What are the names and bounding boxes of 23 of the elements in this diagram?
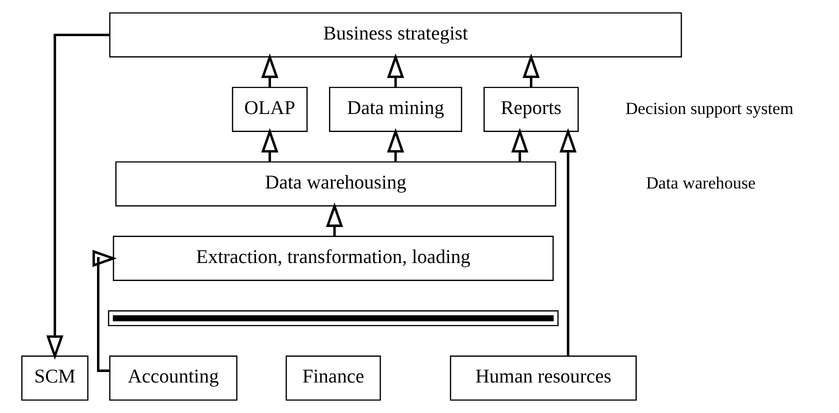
- node-box: Data mining: [328, 86, 462, 132]
- node-box: SCM: [20, 356, 88, 401]
- arrow: [260, 128, 278, 162]
- node-box: OLAP: [231, 86, 308, 132]
- label: Data warehouse: [646, 173, 756, 192]
- arrow: [386, 54, 404, 88]
- arrow: [260, 54, 278, 88]
- arrow: [325, 202, 343, 236]
- arrow: [386, 128, 404, 162]
- node-bar: [107, 310, 558, 326]
- arrow: [559, 128, 576, 356]
- arrow: [46, 34, 110, 360]
- node-box: Data warehousing: [114, 161, 556, 206]
- node-box: Human resources: [449, 356, 636, 401]
- node-box: Extraction, transformation, loading: [112, 236, 554, 281]
- arrow: [522, 54, 540, 88]
- node-box: Business strategist: [108, 12, 682, 58]
- node-box: Reports: [483, 86, 578, 132]
- node-box: Finance: [285, 356, 380, 401]
- node-box: Accounting: [108, 356, 237, 401]
- arrow: [92, 250, 116, 372]
- arrow: [510, 128, 528, 162]
- label: Decision support system: [624, 98, 793, 118]
